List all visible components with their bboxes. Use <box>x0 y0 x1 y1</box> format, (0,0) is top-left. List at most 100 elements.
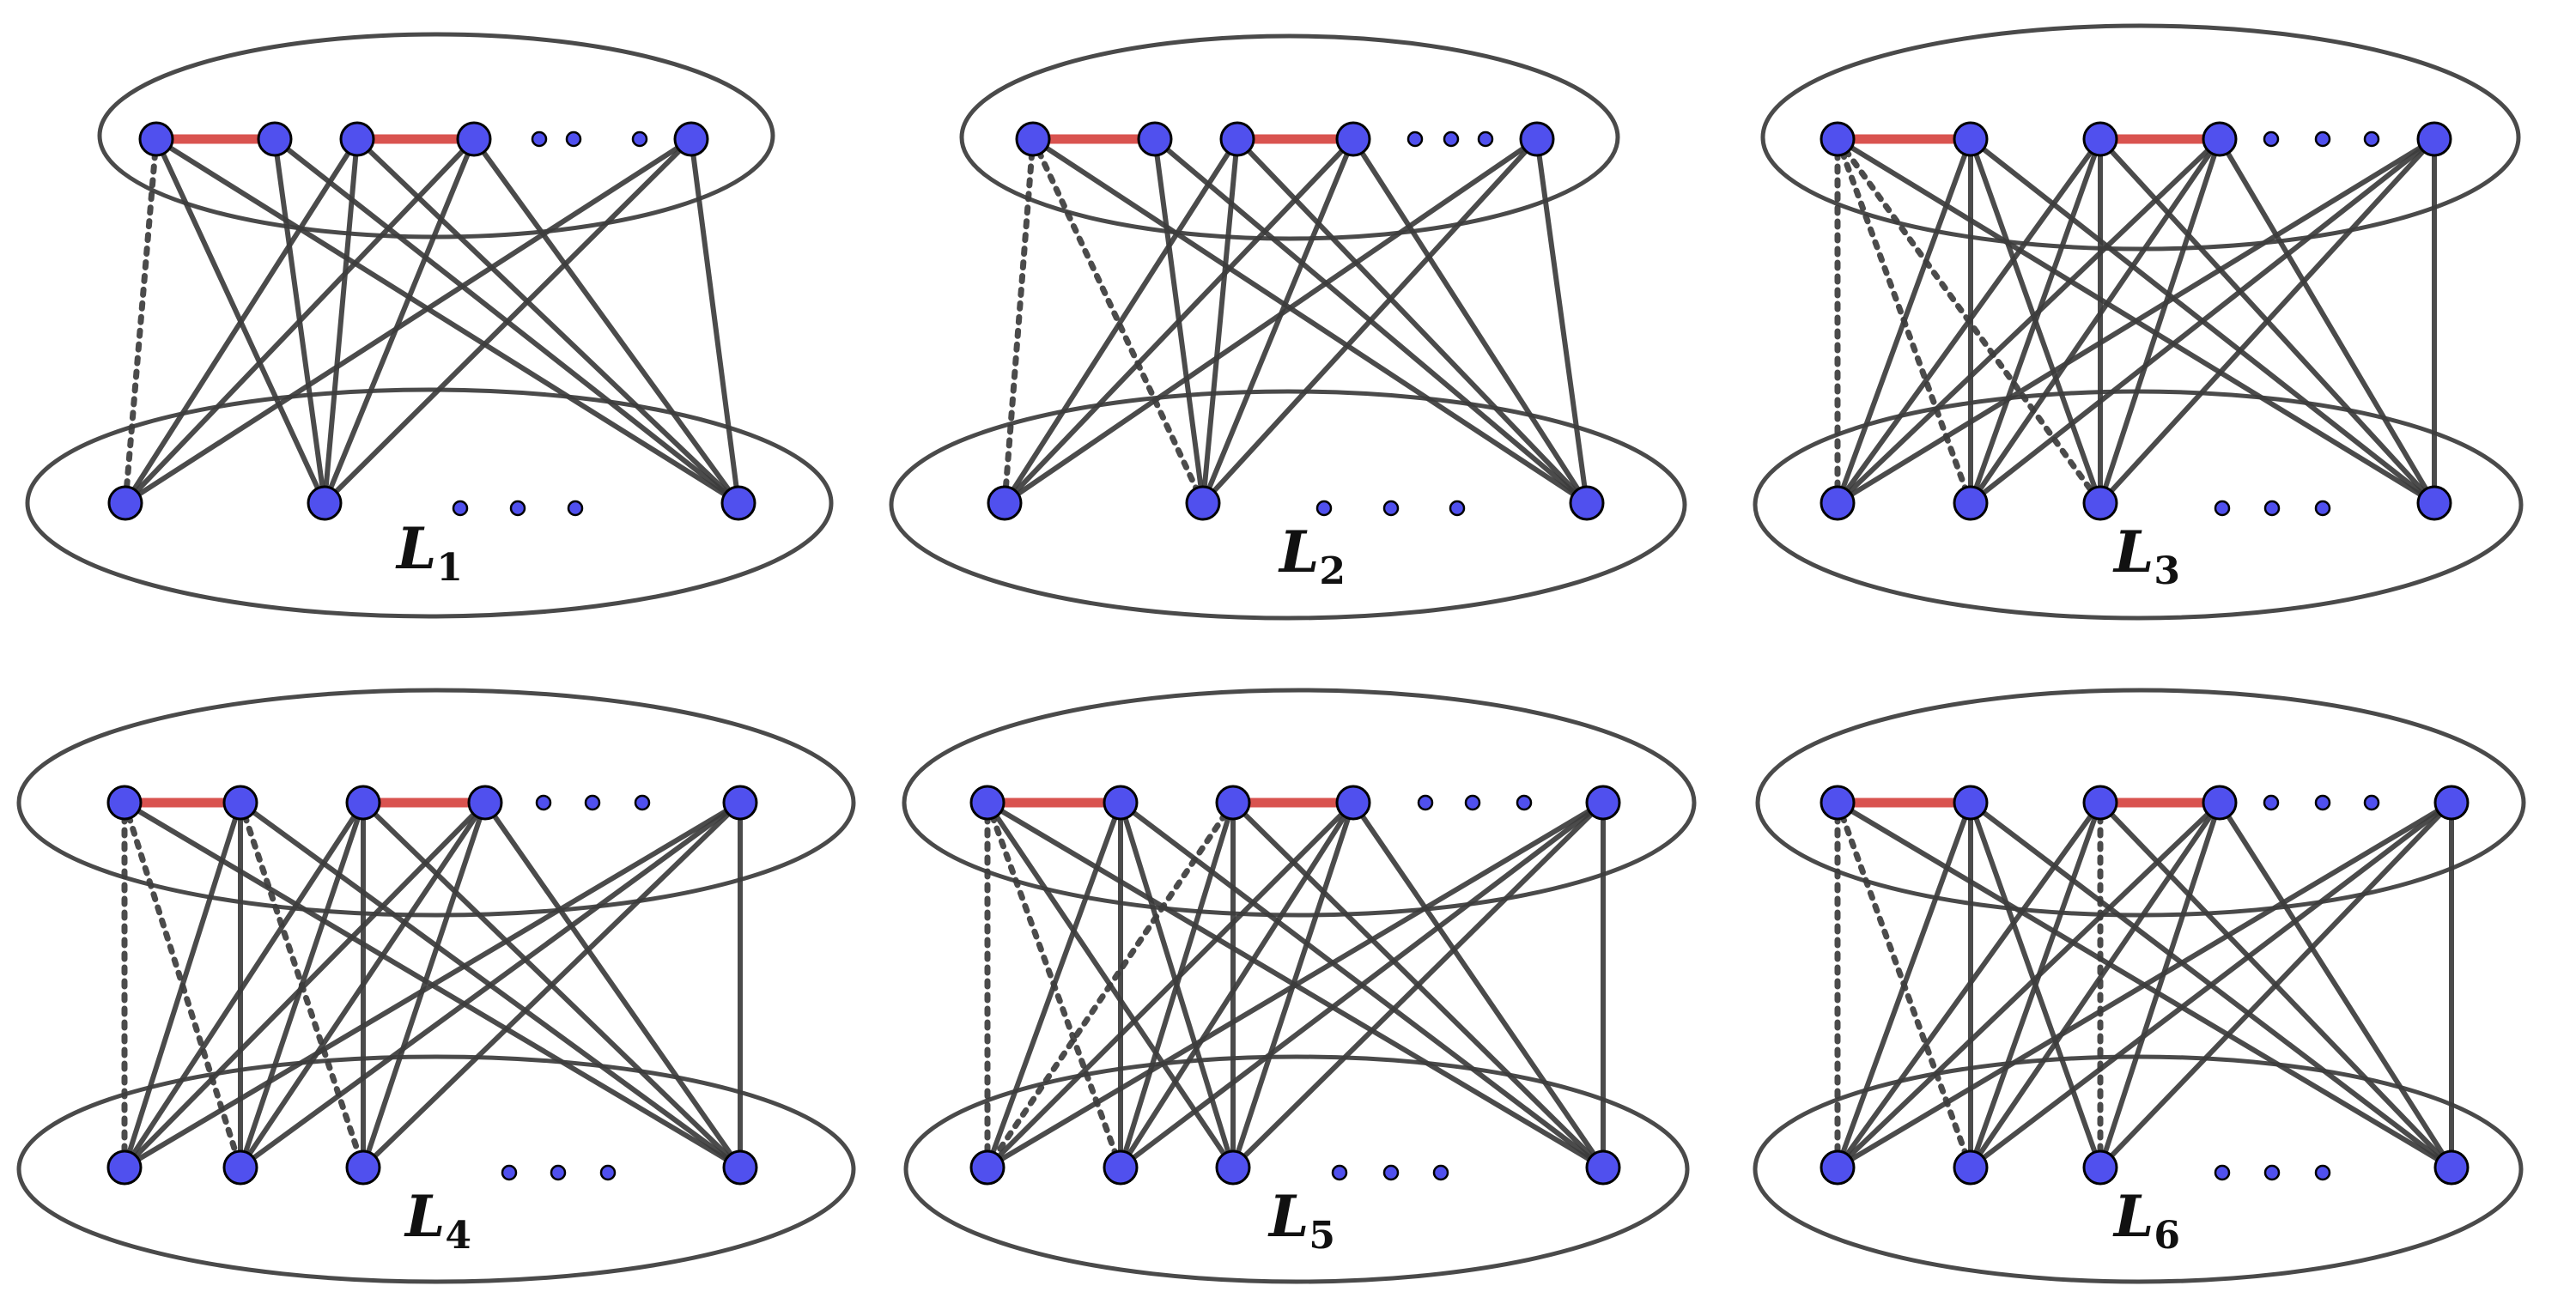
bottom-ellipsis-dot <box>2214 500 2231 517</box>
edge <box>322 136 694 506</box>
top-vertex <box>1820 121 1856 157</box>
dashed-edge <box>122 136 160 506</box>
bottom-partition-ellipse <box>889 389 1687 621</box>
edge <box>483 800 743 1170</box>
bottom-ellipsis-dot <box>501 1164 518 1181</box>
panel-label: L4 <box>404 1183 471 1258</box>
bottom-vertex <box>2416 485 2452 521</box>
panel-label-main: L <box>2112 519 2154 585</box>
edge <box>123 136 360 506</box>
bottom-vertex <box>222 1149 258 1186</box>
bottom-ellipsis-dot <box>1331 1164 1348 1181</box>
top-vertex <box>2202 121 2238 157</box>
top-vertex <box>138 121 174 157</box>
top-ellipsis-dot <box>1464 794 1481 811</box>
top-ellipsis-dot <box>634 794 651 811</box>
panel-label: L6 <box>2112 1183 2180 1258</box>
bottom-partition-ellipse <box>25 387 834 619</box>
bottom-vertex <box>1215 1149 1251 1186</box>
edge <box>1118 800 1606 1170</box>
bottom-vertex <box>1569 485 1605 521</box>
top-vertex <box>345 785 381 821</box>
edge <box>1835 136 2437 506</box>
top-ellipsis-dot <box>565 130 582 148</box>
bottom-ellipsis-dot <box>2214 1164 2231 1181</box>
bottom-vertex <box>1103 1149 1139 1186</box>
edge <box>322 136 360 506</box>
dashed-edge <box>1030 136 1206 506</box>
dashed-edge <box>1834 799 1974 1171</box>
edge <box>123 136 694 506</box>
bottom-vertex <box>2082 1149 2118 1186</box>
bottom-ellipsis-dot <box>2263 1164 2281 1181</box>
edge <box>2098 800 2454 1170</box>
dashed-edge <box>984 799 1124 1171</box>
panel-L4: L4 <box>16 688 856 1284</box>
edge <box>689 136 741 506</box>
panel-label-main: L <box>2112 1183 2154 1250</box>
top-vertex <box>969 785 1005 821</box>
bottom-ellipsis-dot <box>2314 500 2331 517</box>
bottom-vertex <box>2433 1149 2470 1186</box>
top-ellipsis-dot <box>1516 794 1533 811</box>
bottom-vertex <box>307 485 343 521</box>
edge <box>1835 800 2454 1170</box>
bottom-vertex <box>722 1149 758 1186</box>
top-vertex <box>106 785 143 821</box>
edge <box>985 800 1606 1170</box>
top-partition-ellipse <box>902 688 1697 918</box>
top-vertex <box>1015 121 1051 157</box>
edge <box>123 136 477 506</box>
bottom-ellipsis-dot <box>567 500 584 517</box>
panel-label: L5 <box>1267 1183 1335 1258</box>
edge <box>1968 136 2222 506</box>
dashed-edge <box>1834 136 2104 506</box>
edge <box>361 800 743 1170</box>
top-vertex <box>673 121 709 157</box>
top-vertex <box>222 785 258 821</box>
panel-label-subscript: 3 <box>2154 549 2180 593</box>
edge <box>1968 136 2103 506</box>
bottom-vertex <box>1820 485 1856 521</box>
dashed-edge <box>121 799 244 1171</box>
dashed-edge <box>237 799 367 1171</box>
bottom-ellipsis-dot <box>1315 500 1333 517</box>
bottom-vertex <box>106 1149 143 1186</box>
top-partition-ellipse <box>16 688 856 918</box>
edge <box>122 800 743 1170</box>
top-ellipsis-dot <box>2263 794 2280 811</box>
bottom-ellipsis-dot <box>2263 500 2281 517</box>
panel-label-subscript: 4 <box>445 1214 471 1258</box>
top-vertex <box>1219 121 1255 157</box>
edge <box>2098 800 2222 1170</box>
panel-L3: L3 <box>1753 23 2524 621</box>
bottom-ellipsis-dot <box>1382 1164 1400 1181</box>
edge <box>1835 800 2103 1170</box>
bottom-partition-ellipse <box>16 1054 856 1284</box>
top-vertex <box>1215 785 1251 821</box>
edge <box>1200 136 1540 506</box>
edge <box>154 136 741 506</box>
panel-L6: L6 <box>1753 688 2526 1284</box>
top-vertex <box>456 121 492 157</box>
edge <box>1002 136 1356 506</box>
panel-label-main: L <box>1278 519 1319 585</box>
top-ellipsis-dot <box>535 794 552 811</box>
panel-label-subscript: 2 <box>1319 549 1346 593</box>
edge <box>2098 136 2437 506</box>
panel-label-subscript: 1 <box>436 546 463 590</box>
panel-label-subscript: 5 <box>1309 1214 1335 1258</box>
top-vertex <box>339 121 375 157</box>
top-ellipsis-dot <box>2263 130 2280 148</box>
bottom-vertex <box>1185 485 1221 521</box>
edge <box>1968 800 2103 1170</box>
edge <box>1235 136 1589 506</box>
edge <box>1968 800 2222 1170</box>
top-ellipsis-dot <box>1417 794 1434 811</box>
dashed-edge <box>984 799 1236 1171</box>
bottom-vertex <box>969 1149 1005 1186</box>
edge <box>1002 136 1540 506</box>
panel-label-main: L <box>395 515 436 582</box>
edge <box>1030 136 1589 506</box>
edge <box>355 136 741 506</box>
